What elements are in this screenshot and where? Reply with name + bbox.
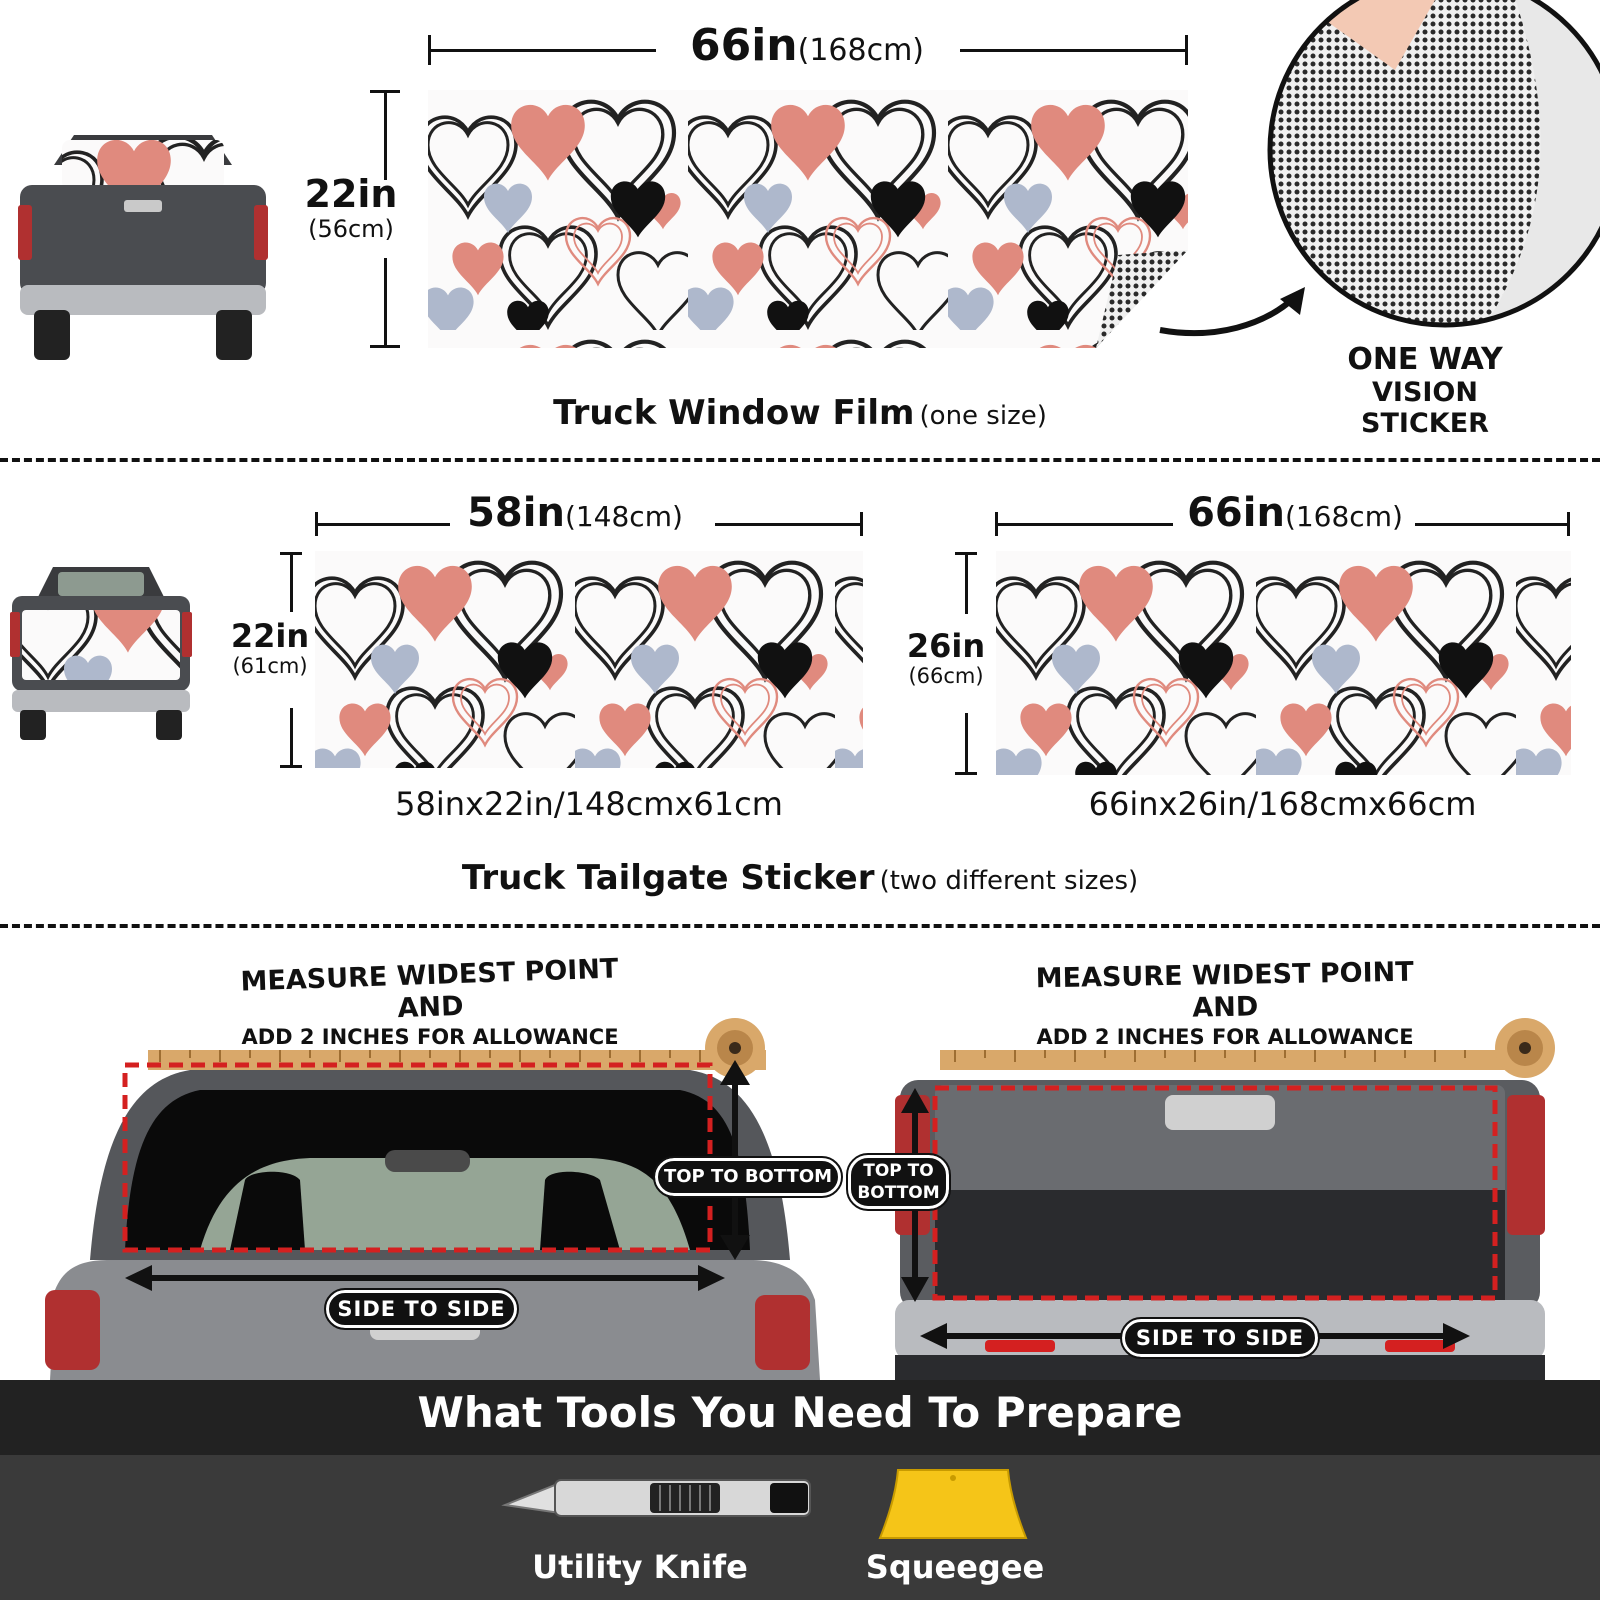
section-divider (0, 924, 1600, 928)
window-film-width-in: 66in (689, 20, 798, 71)
one-way-label-line2: VISION STICKER (1361, 377, 1489, 439)
squeegee-label: Squeegee (865, 1548, 1045, 1586)
tailgate-subtitle: (two different sizes) (879, 866, 1139, 896)
tailgate-large-pattern (996, 551, 1571, 775)
measure-right-line2: ADD 2 INCHES FOR ALLOWANCE (1036, 1024, 1414, 1049)
top-to-bottom-right-line1: TOP TO (863, 1161, 934, 1181)
truck-rear-window-image (18, 135, 268, 360)
measure-left-line2: ADD 2 INCHES FOR ALLOWANCE (241, 1024, 619, 1049)
utility-knife-label: Utility Knife (532, 1548, 748, 1586)
truck-tailgate-image (10, 567, 192, 740)
width-dimension-line (428, 35, 1188, 65)
tools-heading: What Tools You Need To Prepare (417, 1388, 1183, 1437)
tailgate-large-height-cm: (66cm) (908, 663, 984, 688)
tools-header-band (0, 1380, 1600, 1455)
tailgate-small-height-cm: (61cm) (232, 653, 308, 678)
tailgate-small-height-in: 22in (230, 617, 310, 655)
top-to-bottom-right-line2: BOTTOM (857, 1183, 940, 1203)
tailgate-small-width-cm: (148cm) (564, 500, 683, 533)
window-film-title: Truck Window Film (553, 393, 915, 433)
window-film-subtitle: (one size) (919, 401, 1047, 431)
window-film-pattern (428, 90, 1188, 348)
side-to-side-label-left: SIDE TO SIDE (324, 1288, 519, 1330)
arrow-to-magnifier-icon (1159, 287, 1305, 337)
window-film-width-cm: (168cm) (797, 33, 925, 68)
tailgate-small-width-in: 58in (467, 490, 565, 536)
tailgate-small-caption: 58inx22in/148cmx61cm (395, 785, 783, 823)
tailgate-large-width-cm: (168cm) (1284, 500, 1403, 533)
height-dimension-line (370, 90, 400, 348)
tailgate-large-height-in: 26in (906, 627, 986, 665)
one-way-label-line1: ONE WAY (1347, 342, 1503, 377)
squeegee-icon (878, 1469, 1028, 1539)
utility-knife-icon (501, 1479, 811, 1517)
one-way-vision-magnifier (1267, 0, 1600, 328)
top-to-bottom-label-left: TOP TO BOTTOM (653, 1156, 843, 1198)
tailgate-small-width-line (315, 512, 863, 536)
window-film-height-cm: (56cm) (308, 214, 394, 243)
tailgate-small-pattern (315, 551, 863, 768)
section-divider (0, 458, 1600, 462)
tailgate-large-width-in: 66in (1187, 490, 1285, 536)
top-to-bottom-label-right: TOP TO BOTTOM (846, 1153, 951, 1211)
window-film-height-in: 22in (304, 172, 398, 216)
side-to-side-label-right: SIDE TO SIDE (1120, 1317, 1320, 1359)
tailgate-title: Truck Tailgate Sticker (461, 858, 875, 898)
tailgate-large-width-line (995, 512, 1570, 536)
tailgate-small-height-line (280, 552, 302, 768)
tailgate-large-caption: 66inx26in/168cmx66cm (1088, 785, 1477, 823)
tailgate-large-height-line (955, 552, 977, 775)
truck-window-measure-diagram (45, 1018, 820, 1380)
